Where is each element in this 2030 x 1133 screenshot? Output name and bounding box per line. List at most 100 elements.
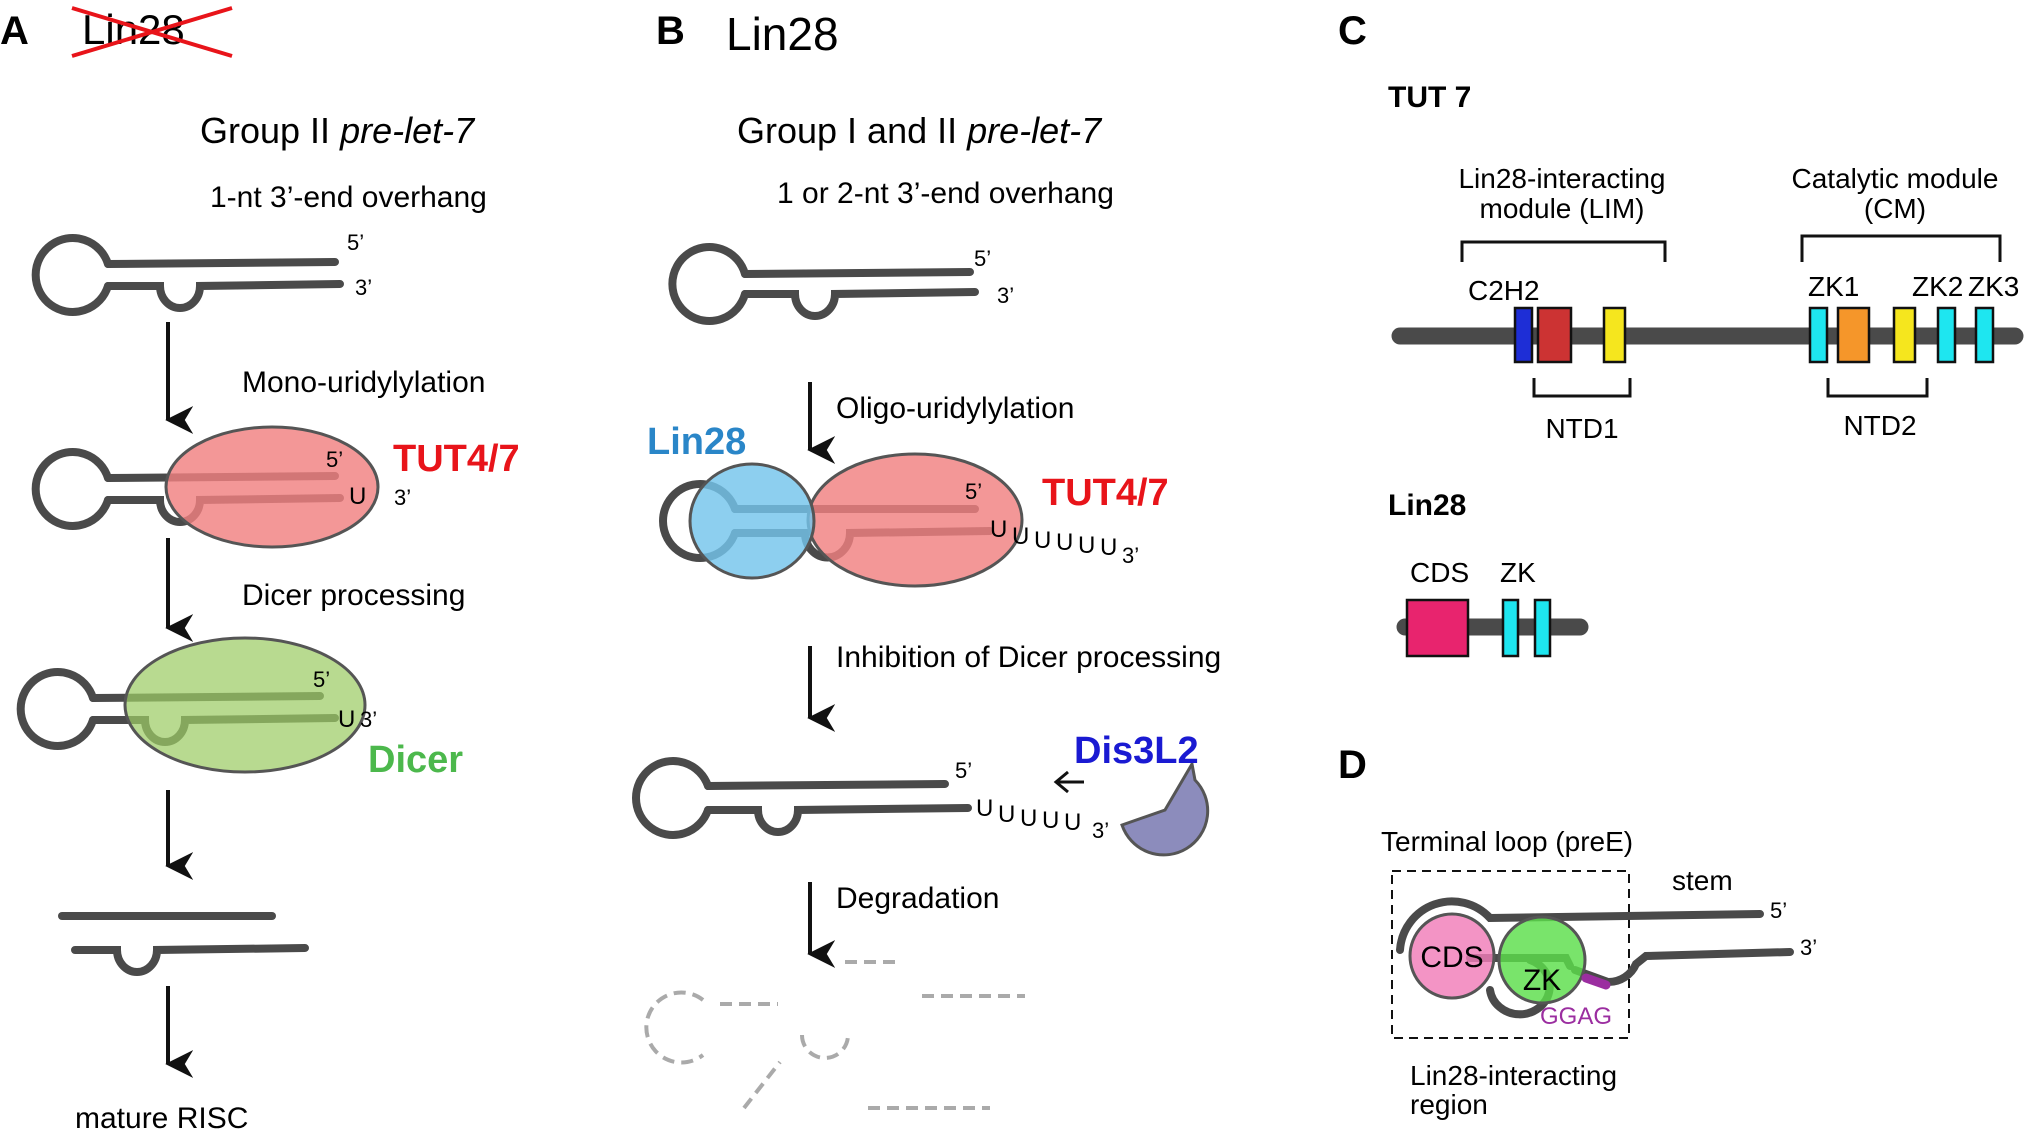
zk1-label: ZK1 (1808, 271, 1859, 302)
c2h2-domain (1513, 306, 1534, 364)
b2-u6: U (1100, 534, 1117, 561)
b2-u4: U (1056, 529, 1073, 556)
lin28-zk-domain-1 (1501, 598, 1520, 658)
b2-u2: U (1012, 523, 1029, 550)
lim-yellow-domain (1602, 306, 1627, 364)
dicer-ellipse-a (123, 636, 367, 774)
panel-c: C TUT 7 Lin28-interacting module (LIM) C… (1338, 9, 2024, 658)
mature-duplex (58, 912, 309, 976)
ggag-label: GGAG (1540, 1003, 1612, 1030)
b2-u-tail: U U U U U U (990, 516, 1117, 561)
lin28-zk-label: ZK (1500, 557, 1536, 588)
b-step1: Oligo-uridylylation (836, 392, 1074, 425)
cm-bracket (1800, 234, 2002, 262)
b2-u3: U (1034, 527, 1051, 554)
a2-3prime: 3’ (394, 485, 411, 510)
panel-b-subtitle: 1 or 2-nt 3’-end overhang (777, 177, 1114, 210)
panel-c-letter: C (1338, 9, 1367, 53)
stem-label: stem (1672, 865, 1733, 896)
panel-a-letter: A (0, 9, 29, 53)
b2-3prime: 3’ (1122, 543, 1139, 568)
panel-a: A Lin28 Group II pre-let-7 1-nt 3’-end o… (0, 6, 520, 1133)
cm-yellow-domain (1892, 306, 1917, 364)
b-step2: Inhibition of Dicer processing (836, 641, 1221, 674)
b1-3prime: 3’ (997, 283, 1014, 308)
a3-3prime: 3’ (360, 707, 377, 732)
tut7-heading: TUT 7 (1388, 81, 1471, 114)
b-step3: Degradation (836, 882, 999, 915)
lim-red-domain (1536, 306, 1573, 364)
a2-5prime: 5’ (326, 447, 343, 472)
zk2-domain (1936, 306, 1957, 364)
zk3-domain (1974, 306, 1995, 364)
panel-a-subtitle: 1-nt 3’-end overhang (210, 181, 487, 214)
lin28-zk-domain-2 (1533, 598, 1552, 658)
tut-ellipse-a (164, 425, 380, 549)
b3-5prime: 5’ (955, 758, 972, 783)
a3-u: U (338, 706, 355, 733)
ntd2-bracket (1826, 378, 1929, 398)
b3-3prime: 3’ (1092, 818, 1109, 843)
dis3l2-label: Dis3L2 (1074, 730, 1199, 772)
lin28-heading: Lin28 (1388, 489, 1466, 522)
dis3l2-pacman (1120, 759, 1210, 857)
ntd1-label: NTD1 (1545, 413, 1618, 444)
ntd2-label: NTD2 (1843, 410, 1916, 441)
cm-label-1: Catalytic module (1792, 163, 1999, 194)
hairpin-b1 (668, 243, 979, 325)
panel-b-title: Group I and II pre-let-7 (737, 110, 1103, 151)
d-5prime: 5’ (1770, 898, 1787, 923)
b3-u4: U (1042, 807, 1059, 834)
lim-label-1: Lin28-interacting (1458, 163, 1665, 194)
tut-label-b: TUT4/7 (1042, 472, 1169, 514)
b1-5prime: 5’ (974, 246, 991, 271)
a1-3prime: 3’ (355, 275, 372, 300)
panel-b-letter: B (656, 9, 685, 53)
a2-u: U (349, 483, 366, 510)
a1-5prime: 5’ (347, 230, 364, 255)
region-label-2: region (1410, 1089, 1488, 1120)
d-3prime: 3’ (1800, 935, 1817, 960)
panel-a-condition: Lin28 (82, 6, 185, 53)
zk1-domain (1808, 306, 1829, 364)
ggag-motif (1581, 973, 1611, 990)
interacting-region-box (1391, 870, 1630, 1039)
lin28-cds-label: CDS (1410, 557, 1469, 588)
panel-d: D Terminal loop (preE) stem 5’ 3’ CDS ZK… (1338, 743, 1817, 1120)
lin28-cds-domain (1405, 598, 1470, 658)
b3-u2: U (998, 801, 1015, 828)
b3-u5: U (1064, 809, 1081, 836)
hairpin-b3 (632, 757, 972, 839)
b3-u-tail: U U U U U (976, 795, 1081, 836)
panel-b-condition: Lin28 (726, 8, 839, 60)
panel-b: B Lin28 Group I and II pre-let-7 1 or 2-… (632, 8, 1221, 1110)
dis3l2-arrow-head (1053, 770, 1069, 794)
panel-a-title: Group II pre-let-7 (200, 110, 476, 151)
zk-label-d: ZK (1523, 964, 1561, 997)
zk3-label: ZK3 (1968, 271, 2019, 302)
dicer-label-a: Dicer (368, 739, 463, 781)
b2-u1: U (990, 516, 1007, 543)
lin28-ellipse-b (688, 462, 816, 580)
zk-circle-d (1497, 915, 1587, 1005)
region-label-1: Lin28-interacting (1410, 1060, 1617, 1091)
cm-orange-domain (1836, 306, 1871, 364)
terminal-loop-label: Terminal loop (preE) (1381, 826, 1633, 857)
b2-5prime: 5’ (965, 479, 982, 504)
cds-label-d: CDS (1420, 941, 1483, 974)
tut-label-a: TUT4/7 (393, 438, 520, 480)
cross-out-line-2 (71, 6, 233, 58)
a-step1: Mono-uridylylation (242, 366, 485, 399)
zk2-label: ZK2 (1912, 271, 1963, 302)
degradation-fragments (644, 960, 1025, 1110)
cds-circle-d (1408, 912, 1496, 1000)
b3-u3: U (1020, 805, 1037, 832)
lim-label-2: module (LIM) (1480, 193, 1645, 224)
lin28-label-b: Lin28 (647, 421, 746, 463)
a3-5prime: 5’ (313, 667, 330, 692)
cm-label-2: (CM) (1864, 193, 1926, 224)
ntd1-bracket (1532, 378, 1632, 398)
panel-d-letter: D (1338, 743, 1367, 787)
lim-bracket (1460, 240, 1667, 262)
